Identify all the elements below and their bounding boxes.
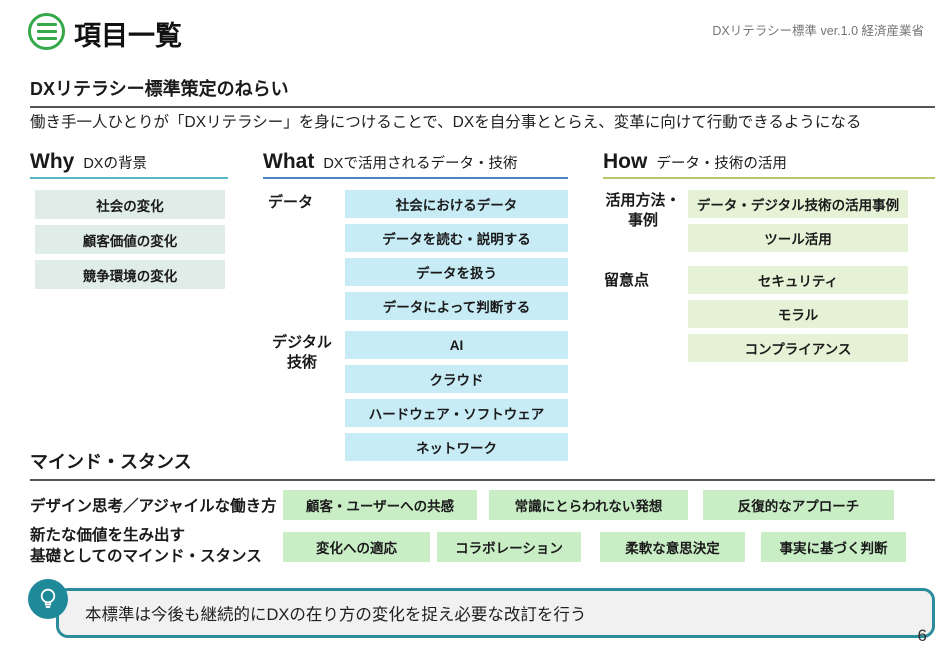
group-label-line: 技術 [286, 354, 317, 372]
menu-icon-bar [36, 30, 57, 33]
group-label-line: 活用方法・ [605, 192, 681, 209]
group-label-line: データ [268, 194, 314, 211]
why-item: 競争環境の変化 [35, 260, 225, 289]
how-subtitle: データ・技術の活用 [656, 156, 787, 172]
why-keyword: Why [30, 150, 75, 173]
mind-item: 変化への適応 [283, 532, 430, 562]
mind-label-line: 基礎としてのマインド・スタンス [30, 547, 262, 565]
what-data-item-list: 社会におけるデータ データを読む・説明する データを扱う データによって判断する [345, 190, 568, 326]
why-column-header: Why DXの背景 [30, 150, 228, 179]
menu-icon-bar [36, 23, 57, 26]
menu-icon-bar [36, 37, 57, 40]
mind-item: 顧客・ユーザーへの共感 [283, 490, 477, 520]
how-column-header: How データ・技術の活用 [603, 150, 935, 179]
what-column-header: What DXで活用されるデータ・技術 [263, 150, 568, 179]
group-label-line: 留意点 [604, 272, 650, 289]
mind-row-1-label: デザイン思考／アジャイルな働き方 [30, 497, 277, 518]
mind-stance-heading: マインド・スタンス [30, 448, 935, 481]
what-item: AI [345, 331, 568, 359]
page-title: 項目一覧 [74, 21, 182, 51]
mind-item: 反復的なアプローチ [703, 490, 894, 520]
what-item: データを読む・説明する [345, 224, 568, 252]
mind-label-line: デザイン思考／アジャイルな働き方 [30, 498, 277, 515]
how-item: ツール活用 [688, 224, 908, 252]
menu-icon [28, 13, 65, 50]
how-usage-item-list: データ・デジタル技術の活用事例 ツール活用 [688, 190, 908, 258]
what-item: データによって判断する [345, 292, 568, 320]
what-group-digital-label: デジタル 技術 [263, 333, 341, 374]
how-item: モラル [688, 300, 908, 328]
aim-heading: DXリテラシー標準策定のねらい [30, 75, 935, 108]
how-item: データ・デジタル技術の活用事例 [688, 190, 908, 218]
callout-text: 本標準は今後も継続的にDXの在り方の変化を捉え必要な改訂を行う [85, 606, 587, 624]
mind-item: コラボレーション [437, 532, 581, 562]
mind-item: 常識にとらわれない発想 [489, 490, 688, 520]
mind-label-line: 新たな価値を生み出す [30, 527, 186, 544]
what-subtitle: DXで活用されるデータ・技術 [323, 156, 518, 172]
how-group-usage-label: 活用方法・ 事例 [600, 191, 686, 232]
what-item: クラウド [345, 365, 568, 393]
how-item: コンプライアンス [688, 334, 908, 362]
how-keyword: How [603, 150, 648, 173]
document-watermark: DXリテラシー標準 ver.1.0 経済産業省 [712, 24, 924, 38]
why-subtitle: DXの背景 [83, 156, 147, 172]
what-group-data-label: データ [268, 193, 313, 213]
page-number: 6 [917, 626, 927, 645]
how-group-caution-label: 留意点 [604, 271, 649, 291]
group-label-line: デジタル [272, 334, 332, 351]
what-item: データを扱う [345, 258, 568, 286]
what-item: 社会におけるデータ [345, 190, 568, 218]
group-label-line: 事例 [627, 212, 658, 230]
what-digital-item-list: AI クラウド ハードウェア・ソフトウェア ネットワーク [345, 331, 568, 467]
aim-description: 働き手一人ひとりが「DXリテラシー」を身につけることで、DXを自分事ととらえ、変… [30, 114, 862, 131]
how-item: セキュリティ [688, 266, 908, 294]
how-caution-item-list: セキュリティ モラル コンプライアンス [688, 266, 908, 368]
mind-item: 柔軟な意思決定 [600, 532, 745, 562]
why-item: 社会の変化 [35, 190, 225, 219]
callout-note: 本標準は今後も継続的にDXの在り方の変化を捉え必要な改訂を行う [56, 588, 935, 638]
lightbulb-icon [28, 579, 68, 619]
what-keyword: What [263, 150, 315, 173]
mind-item: 事実に基づく判断 [761, 532, 906, 562]
why-item-list: 社会の変化 顧客価値の変化 競争環境の変化 [35, 190, 225, 295]
mind-row-2-label: 新たな価値を生み出す 基礎としてのマインド・スタンス [30, 526, 262, 568]
what-item: ハードウェア・ソフトウェア [345, 399, 568, 427]
why-item: 顧客価値の変化 [35, 225, 225, 254]
what-item: ネットワーク [345, 433, 568, 461]
